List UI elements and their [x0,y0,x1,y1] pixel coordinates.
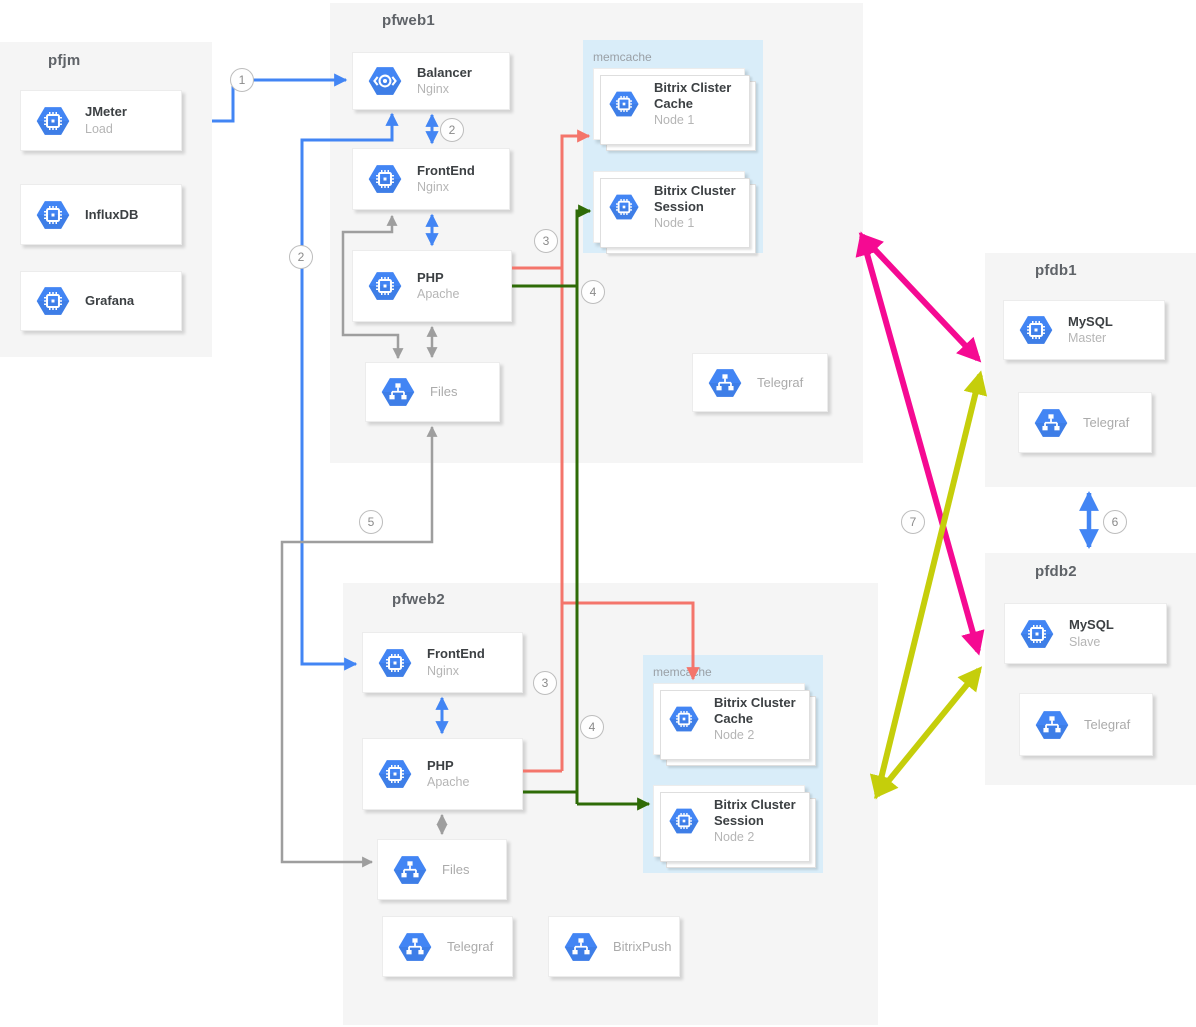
step-badge-6: 6 [1103,510,1127,534]
step-badge-4b: 4 [580,715,604,739]
node-title: Telegraf [1083,414,1130,430]
compute-engine-icon [366,160,404,198]
arrow-step7-pfweb1-mysql-master [858,232,982,363]
node-subtitle: Node 1 [654,113,695,128]
node-title: Bitrix Cluster Session [714,796,796,828]
network-icon [391,851,429,889]
node-telegraf-pfweb2[interactable]: Telegraf [382,916,513,977]
node-telegraf-pfweb1[interactable]: Telegraf [692,353,828,412]
node-jmeter[interactable]: JMeter Load [20,90,182,151]
node-subtitle: Nginx [417,180,449,195]
node-subtitle: Slave [1069,634,1101,649]
group-title-pfjm: pfjm [48,52,81,69]
node-title: Bitrix Clister Cache [654,79,732,111]
node-title: MySQL [1068,313,1113,329]
step-badge-4a: 4 [581,280,605,304]
node-telegraf-pfdb1[interactable]: Telegraf [1018,392,1152,453]
node-php-pfweb2[interactable]: PHP Apache [362,738,523,810]
node-title: JMeter [85,104,127,120]
node-subtitle: Load [85,121,113,136]
compute-engine-icon [607,87,641,121]
network-icon [396,928,434,966]
node-files-pfweb2[interactable]: Files [377,839,507,900]
node-subtitle: Node 2 [714,728,755,743]
arrow-step7-pfweb1-mysql-slave [855,231,985,656]
node-subtitle: Apache [417,287,460,302]
node-frontend-pfweb1[interactable]: FrontEnd Nginx [352,148,510,210]
arrow-step7-pfweb2-mysql-master [869,370,988,800]
node-influxdb[interactable]: InfluxDB [20,184,182,245]
node-title: Bitrix Cluster Cache [714,694,796,726]
network-icon [1033,706,1071,744]
step-badge-1: 1 [230,68,254,92]
compute-engine-icon [607,190,641,224]
network-icon [706,364,744,402]
node-php-pfweb1[interactable]: PHP Apache [352,250,512,322]
node-subtitle: Node 2 [714,830,755,845]
node-title: Telegraf [1084,716,1131,732]
node-bitrix-cluster-session-1[interactable]: Bitrix Cluster Session Node 1 [593,171,756,254]
node-subtitle: Node 1 [654,216,695,231]
step-badge-2b: 2 [289,245,313,269]
node-title: FrontEnd [427,646,485,662]
node-bitrix-cluster-cache-2[interactable]: Bitrix Cluster Cache Node 2 [653,683,816,766]
compute-engine-icon [34,282,72,320]
group-title-pfweb2: pfweb2 [392,591,445,608]
step-badge-3a: 3 [534,229,558,253]
node-title: Telegraf [757,374,804,390]
node-mysql-slave[interactable]: MySQL Slave [1004,603,1167,664]
compute-engine-icon [1017,311,1055,349]
step-badge-5: 5 [359,510,383,534]
node-title: Telegraf [447,938,494,954]
node-mysql-master[interactable]: MySQL Master [1003,300,1165,360]
node-telegraf-pfdb2[interactable]: Telegraf [1019,693,1153,756]
node-subtitle: Nginx [427,663,459,678]
step-badge-3b: 3 [533,671,557,695]
node-subtitle: Master [1068,331,1107,346]
group-title-pfweb1: pfweb1 [382,12,435,29]
network-icon [379,373,417,411]
subpanel-memcache-2-label: memcache [653,665,712,679]
compute-engine-icon [667,804,701,838]
compute-engine-icon [34,102,72,140]
node-title: PHP [417,269,444,285]
node-files-pfweb1[interactable]: Files [365,362,500,422]
node-subtitle: Apache [427,775,470,790]
compute-engine-icon [376,755,414,793]
step-badge-2a: 2 [440,118,464,142]
network-icon [1032,404,1070,442]
node-title: Bitrix Cluster Session [654,182,736,214]
node-bitrix-cluster-cache-1[interactable]: Bitrix Clister Cache Node 1 [593,68,756,151]
node-title: Grafana [85,293,135,309]
group-title-pfdb2: pfdb2 [1035,563,1077,580]
node-title: PHP [427,757,454,773]
node-title: MySQL [1069,617,1114,633]
node-bitrixpush[interactable]: BitrixPush [548,916,680,977]
node-grafana[interactable]: Grafana [20,271,182,331]
arrow-step7-pfweb2-mysql-slave [873,666,983,799]
load-balancer-icon [366,62,404,100]
node-title: Files [442,861,470,877]
node-title: Files [430,384,458,400]
node-subtitle: Nginx [417,82,449,97]
compute-engine-icon [34,196,72,234]
compute-engine-icon [1018,615,1056,653]
compute-engine-icon [366,267,404,305]
compute-engine-icon [376,644,414,682]
group-title-pfdb1: pfdb1 [1035,262,1077,279]
node-frontend-pfweb2[interactable]: FrontEnd Nginx [362,632,523,693]
node-title: InfluxDB [85,206,139,222]
node-bitrix-cluster-session-2[interactable]: Bitrix Cluster Session Node 2 [653,785,816,868]
node-title: BitrixPush [613,938,672,954]
subpanel-memcache-1-label: memcache [593,50,652,64]
network-icon [562,928,600,966]
step-badge-7: 7 [901,510,925,534]
node-balancer-pfweb1[interactable]: Balancer Nginx [352,52,510,110]
compute-engine-icon [667,702,701,736]
node-title: Balancer [417,64,472,80]
node-title: FrontEnd [417,162,475,178]
